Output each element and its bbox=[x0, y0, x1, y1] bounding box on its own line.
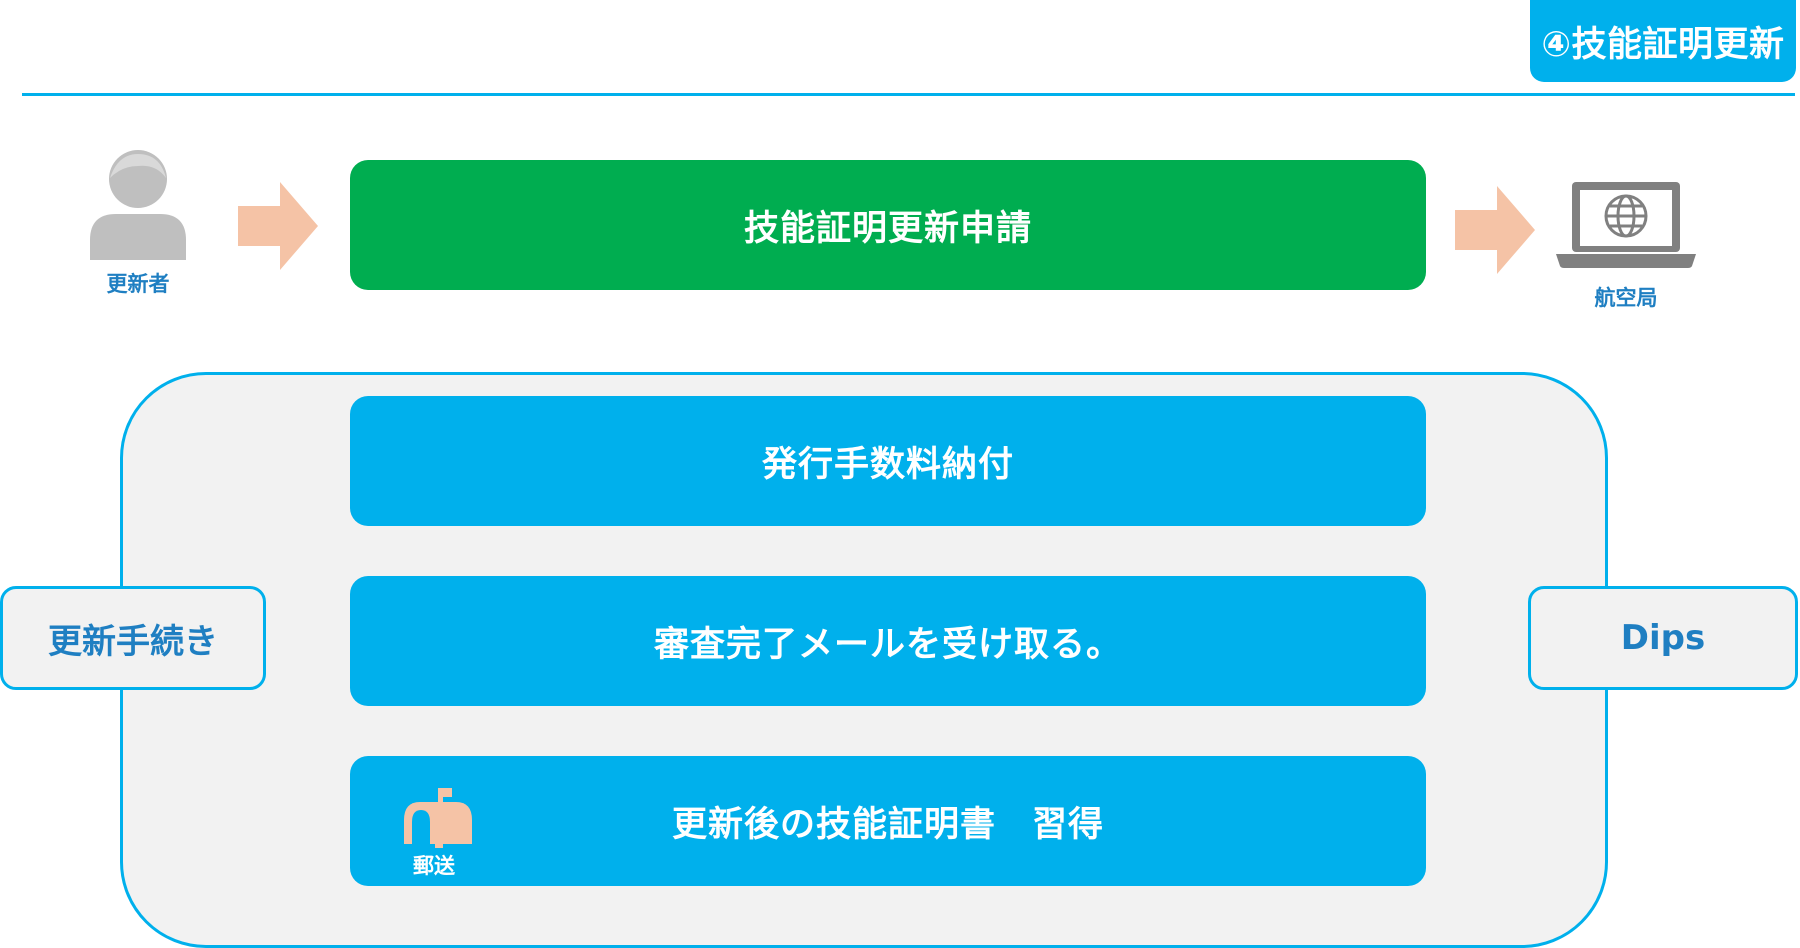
procedure-label: 更新手続き bbox=[0, 586, 266, 690]
laptop-globe-icon bbox=[1556, 182, 1696, 268]
actor-authority-label: 航空局 bbox=[1594, 286, 1658, 310]
person-icon bbox=[90, 150, 186, 260]
step-review-mail: 審査完了メールを受け取る。 bbox=[350, 576, 1426, 706]
step-apply: 技能証明更新申請 bbox=[350, 160, 1426, 290]
postal-mail-label: 郵送 bbox=[413, 854, 455, 878]
step-receive-certificate: 更新後の技能証明書 習得 bbox=[350, 756, 1426, 886]
section-badge: ④技能証明更新 bbox=[1530, 0, 1796, 82]
actor-applicant-label: 更新者 bbox=[106, 272, 170, 296]
mailbox-icon bbox=[404, 788, 472, 848]
arrow-right-icon bbox=[238, 182, 318, 270]
header-divider bbox=[22, 93, 1795, 96]
step-fee-payment: 発行手数料納付 bbox=[350, 396, 1426, 526]
system-label: Dips bbox=[1528, 586, 1798, 690]
arrow-right-icon bbox=[1455, 186, 1535, 274]
